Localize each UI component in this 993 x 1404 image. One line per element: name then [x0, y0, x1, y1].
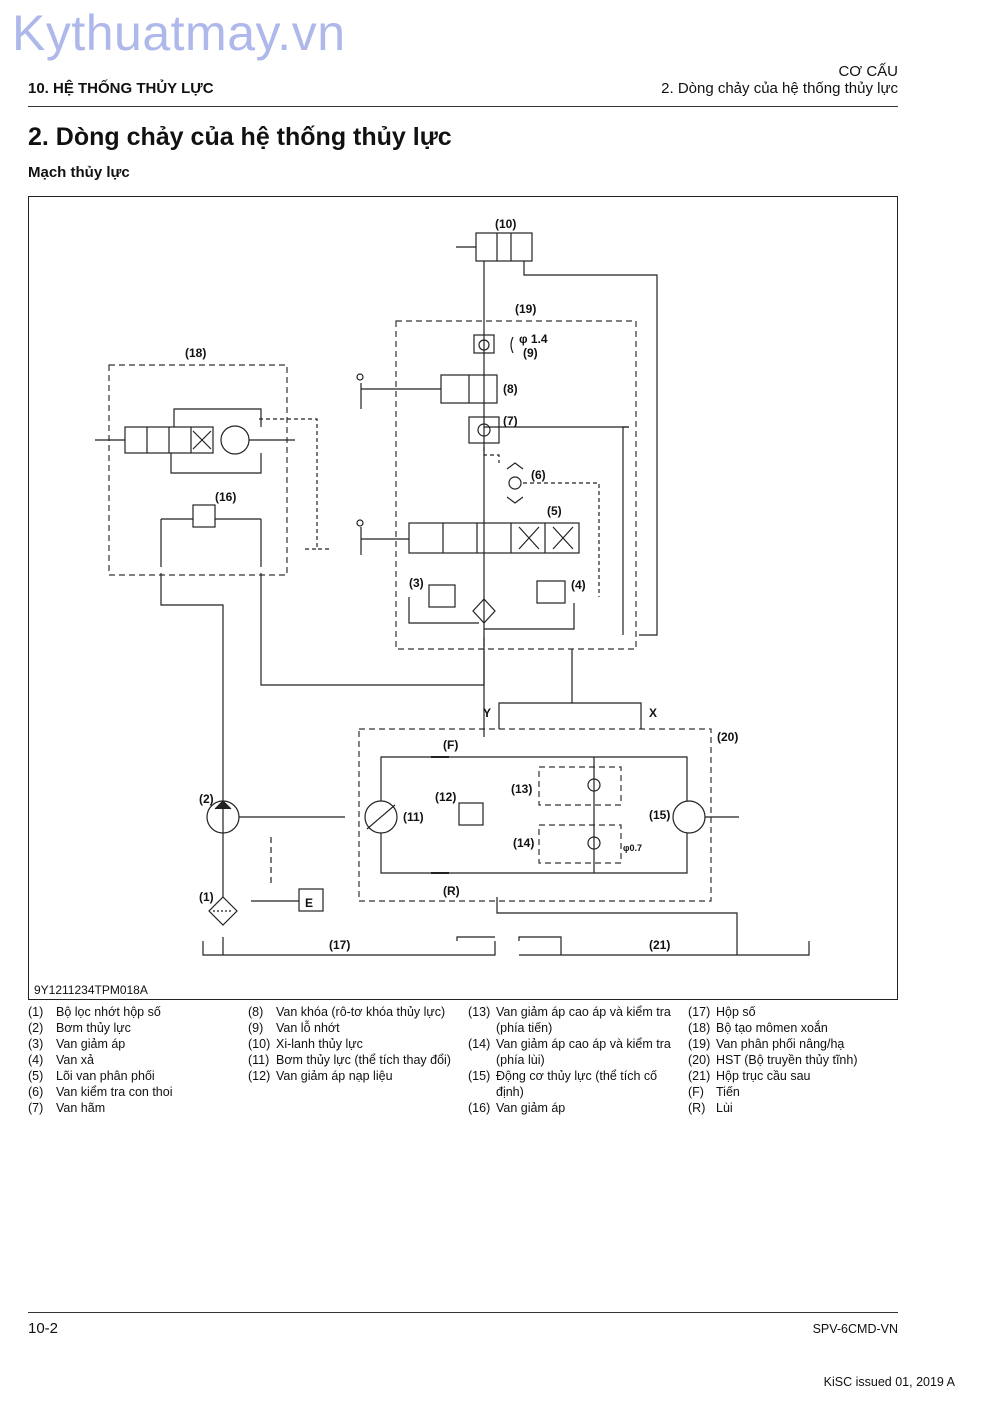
legend-col-2: (8)Van khóa (rô-tơ khóa thủy lực) (9)Van…	[248, 1004, 462, 1084]
label-Y: Y	[483, 706, 491, 720]
header-rule	[28, 106, 898, 107]
label-R: (R)	[443, 884, 460, 898]
label-17: (17)	[329, 938, 350, 952]
legend-item: (13)Van giảm áp cao áp và kiểm tra (phía…	[468, 1005, 671, 1035]
watermark: Kythuatmay.vn	[12, 5, 346, 61]
document-code: SPV-6CMD-VN	[812, 1322, 898, 1336]
label-phi07: φ0.7	[623, 843, 642, 853]
label-15: (15)	[649, 808, 670, 822]
torque-generator	[95, 408, 329, 550]
label-21: (21)	[649, 938, 670, 952]
label-12: (12)	[435, 790, 456, 804]
label-9: (9)	[523, 346, 538, 360]
legend-item: (2)Bơm thủy lực	[28, 1021, 131, 1035]
hst-circuit	[364, 756, 739, 874]
lock-valve-8	[356, 373, 498, 409]
issue-info: KiSC issued 01, 2019 A	[823, 1375, 955, 1389]
figure-code: 9Y1211234TPM018A	[34, 983, 148, 997]
label-1: (1)	[199, 890, 214, 904]
filter-1	[208, 896, 238, 926]
label-20: (20)	[717, 730, 738, 744]
legend-item: (11)Bơm thủy lực (thể tích thay đổi)	[248, 1053, 451, 1067]
legend-item: (19)Van phân phối nâng/hạ	[688, 1037, 845, 1051]
label-7: (7)	[503, 414, 518, 428]
dashed-boxes	[108, 320, 712, 902]
legend-item: (9)Van lỗ nhớt	[248, 1021, 340, 1035]
label-F: (F)	[443, 738, 458, 752]
relief-valve-16	[160, 504, 262, 567]
legend-item: (14)Van giảm áp cao áp và kiểm tra (phía…	[468, 1037, 671, 1067]
label-5: (5)	[547, 504, 562, 518]
legend-item: (20)HST (Bộ truyền thủy tĩnh)	[688, 1053, 858, 1067]
label-14: (14)	[513, 836, 534, 850]
label-10: (10)	[495, 217, 516, 231]
check-valve-7	[468, 416, 500, 444]
valve-9	[473, 334, 514, 354]
label-4: (4)	[571, 578, 586, 592]
spool-valve-5	[356, 519, 580, 555]
header-section: 10. HỆ THỐNG THỦY LỰC	[28, 80, 214, 97]
label-11: (11)	[403, 810, 424, 824]
page-number: 10-2	[28, 1320, 59, 1337]
relief-valve-4	[484, 580, 575, 630]
valve-13-box	[538, 766, 622, 806]
header-category: CƠ CẤU	[838, 63, 898, 80]
legend-item: (8)Van khóa (rô-tơ khóa thủy lực)	[248, 1005, 446, 1019]
valve-14-box	[538, 824, 622, 864]
legend-item: (F)Tiến	[688, 1085, 740, 1099]
header-topic: 2. Dòng chảy của hệ thống thủy lực	[661, 80, 898, 97]
hydraulic-circuit-diagram: (10) (19) φ 1.4 (9) (8) (7) (6) (5) (3) …	[95, 217, 810, 956]
engine-shaft	[251, 837, 324, 912]
pump-2	[206, 800, 345, 834]
connecting-lines	[160, 573, 642, 955]
legend-item: (1)Bộ lọc nhớt hộp số	[28, 1005, 161, 1019]
legend-item: (15)Động cơ thủy lực (thể tích cố định)	[468, 1069, 658, 1099]
legend-item: (10)Xi-lanh thủy lực	[248, 1037, 363, 1051]
tank-lines	[202, 897, 810, 956]
legend-item: (4)Van xả	[28, 1053, 94, 1067]
legend-item: (16)Van giảm áp	[468, 1101, 566, 1115]
legend-item: (6)Van kiểm tra con thoi	[28, 1085, 173, 1099]
legend-col-3: (13)Van giảm áp cao áp và kiểm tra (phía…	[468, 1004, 682, 1116]
legend-col-4: (17)Hộp số (18)Bộ tạo mômen xoắn (19)Van…	[688, 1004, 902, 1116]
lift-control-valve-box	[395, 320, 637, 650]
page-title: 2. Dòng chảy của hệ thống thủy lực	[28, 123, 452, 151]
legend-item: (12)Van giảm áp nạp liệu	[248, 1069, 393, 1083]
legend-item: (3)Van giảm áp	[28, 1037, 126, 1051]
diagram-frame: (10) (19) φ 1.4 (9) (8) (7) (6) (5) (3) …	[28, 196, 898, 1000]
label-6: (6)	[531, 468, 546, 482]
torque-generator-box	[108, 364, 288, 576]
label-phi14: φ 1.4	[519, 332, 548, 346]
shuttle-valve-6	[483, 447, 600, 597]
legend-item: (18)Bộ tạo mômen xoắn	[688, 1021, 828, 1035]
section-subtitle: Mạch thủy lực	[28, 164, 130, 181]
label-3: (3)	[409, 576, 424, 590]
legend-item: (5)Lõi van phân phối	[28, 1069, 155, 1083]
label-19: (19)	[515, 302, 536, 316]
label-2: (2)	[199, 792, 214, 806]
hst-box	[358, 728, 712, 902]
cylinder-10	[456, 232, 533, 262]
label-16: (16)	[215, 490, 236, 504]
filter	[472, 598, 496, 624]
footer-rule	[28, 1312, 898, 1313]
legend-item: (7)Van hãm	[28, 1101, 106, 1115]
label-13: (13)	[511, 782, 532, 796]
legend-col-1: (1)Bộ lọc nhớt hộp số (2)Bơm thủy lực (3…	[28, 1004, 242, 1116]
legend-item: (17)Hộp số	[688, 1005, 756, 1019]
label-18: (18)	[185, 346, 206, 360]
relief-valve-3	[408, 584, 479, 624]
legend-item: (R)Lùi	[688, 1101, 733, 1115]
label-8: (8)	[503, 382, 518, 396]
legend-item: (21)Hộp trục cầu sau	[688, 1069, 811, 1083]
diagram-labels: (10) (19) φ 1.4 (9) (8) (7) (6) (5) (3) …	[185, 217, 738, 952]
label-X: X	[649, 706, 657, 720]
label-E: E	[305, 896, 313, 910]
